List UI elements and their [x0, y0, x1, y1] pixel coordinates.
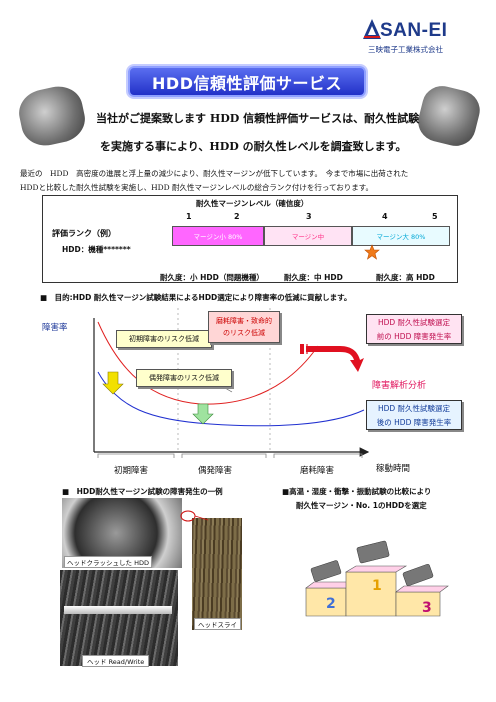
- random-risk-arrow: [192, 403, 214, 425]
- podium-second: 2: [326, 596, 336, 612]
- phase-random: 偶発障害: [198, 466, 233, 476]
- head-crash-caption: ヘッドクラッシュした HDD: [64, 556, 152, 568]
- failure-example-heading: ■ HDD耐久性マージン試験の障害発生の一例: [62, 487, 223, 496]
- photo-link-line: [180, 510, 209, 522]
- phase-wear: 磨耗障害: [300, 466, 335, 476]
- failure-analysis-label: 障害解析分析: [372, 381, 427, 391]
- rank-number: 2: [234, 212, 240, 221]
- callout-after-rate: HDD 耐久性試験選定 後の HDD 障害発生率: [366, 400, 462, 430]
- star-icon: [364, 244, 380, 260]
- margin-mid-segment: マージン中: [264, 226, 352, 246]
- head-read-write-highlight: [64, 606, 172, 614]
- failure-rate-graph: [93, 308, 370, 458]
- callout-wear-risk: 磨耗障害・致命的 のリスク低減: [208, 311, 280, 343]
- title-banner: HDD信頼性評価サービス: [128, 66, 366, 97]
- rank-legend-small: 耐久度：小 HDD（問題機種）: [160, 273, 264, 282]
- initial-risk-arrow: [102, 371, 124, 395]
- callout-before-rate: HDD 耐久性試験選定 前の HDD 障害発生率: [366, 314, 462, 344]
- intro-text-line1: 最近の HDD 高密度の進展と浮上量の減少により、耐久性マージンが低下しています…: [20, 169, 409, 178]
- rank-number: 1: [186, 212, 192, 221]
- rank-number: 4: [382, 212, 388, 221]
- margin-small-segment: マージン小 80%: [172, 226, 264, 246]
- page-title: HDD信頼性評価サービス: [152, 73, 342, 93]
- selection-heading-line2: 耐久性マージン・No. 1のHDDを選定: [296, 501, 427, 510]
- phase-initial: 初期障害: [114, 466, 149, 476]
- company-name: 三映電子工業株式会社: [368, 45, 443, 54]
- callout-random-risk: 偶発障害のリスク低減: [136, 369, 232, 387]
- rank-number: 3: [306, 212, 312, 221]
- podium-illustration: [305, 540, 449, 617]
- head-slider-photo: [192, 518, 242, 630]
- phase-brace: [181, 453, 267, 458]
- podium-third: 3: [422, 600, 432, 616]
- purpose-text: ■ 目的:HDD 耐久性マージン試験結果によるHDD選定により障害率の低減に貢献…: [40, 293, 352, 302]
- y-axis-label: 障害率: [42, 323, 68, 333]
- rank-legend-mid: 耐久度：中 HDD: [284, 273, 343, 282]
- rank-example: HDD：機種*******: [62, 245, 131, 254]
- lead-text-line1: 当社がご提案致します HDD 信頼性評価サービスは、耐久性試験: [96, 112, 420, 125]
- margin-large-segment: マージン大 80%: [352, 226, 450, 246]
- head-slider-caption: ヘッドスライ: [194, 618, 241, 630]
- rank-legend-high: 耐久度：高 HDD: [376, 273, 435, 282]
- phase-brace: [97, 453, 175, 458]
- lead-text-line2: を実施する事により、HDD の耐久性レベルを調査致します。: [100, 140, 407, 153]
- company-logo-name: SAN-EI: [380, 20, 448, 41]
- head-read-write-caption: ヘッド Read/Write: [82, 655, 150, 667]
- phase-brace: [273, 453, 363, 458]
- hdd-photo-left: [14, 81, 90, 151]
- x-axis-label: 稼動時間: [376, 464, 411, 474]
- rank-label: 評価ランク（例）: [52, 229, 116, 238]
- rank-table: [42, 195, 458, 283]
- podium-first: 1: [372, 578, 382, 594]
- intro-text-line2: HDDと比較した耐久性試験を実施し、HDD 耐久性マージンレベルの総合ランク付け…: [20, 183, 374, 192]
- hdd-photo-right: [414, 81, 484, 151]
- san-ei-logo-icon: [363, 19, 381, 39]
- head-read-write-photo: [60, 570, 178, 666]
- after-failure-curve: [97, 371, 365, 427]
- callout-initial-risk: 初期障害のリスク低減: [116, 330, 212, 348]
- rank-table-title: 耐久性マージンレベル（確信度）: [196, 199, 309, 208]
- wear-risk-arrow: [306, 346, 364, 372]
- selection-heading-line1: ■高温・湿度・衝撃・振動試験の比較により: [282, 487, 432, 496]
- rank-number: 5: [432, 212, 438, 221]
